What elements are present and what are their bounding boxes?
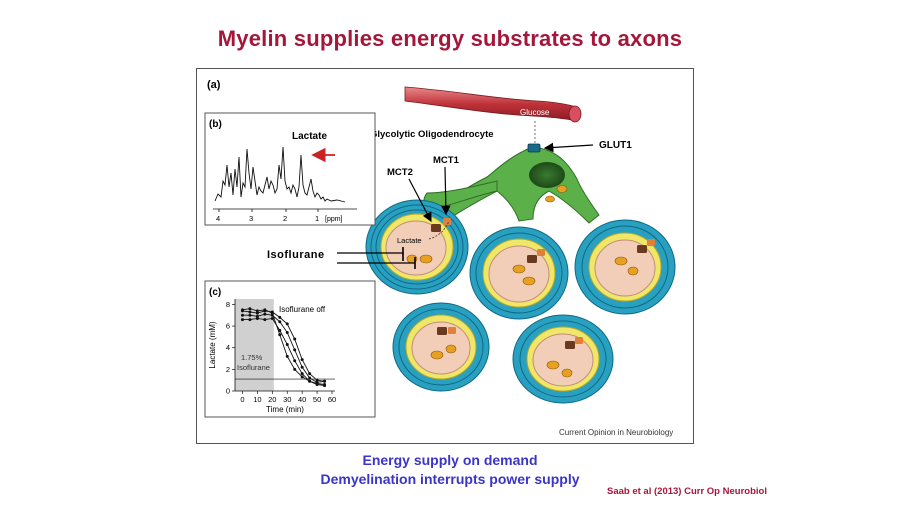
x-tick-label: 10 — [253, 395, 261, 404]
caption-line-2: Demyelination interrupts power supply — [0, 471, 900, 487]
data-point — [286, 331, 289, 334]
data-point — [286, 355, 289, 358]
panel-b-tick-2: 2 — [283, 214, 287, 223]
y-tick-label: 2 — [226, 365, 230, 374]
lactate-axon-label: Lactate — [397, 236, 422, 245]
myelinated-axon-3 — [575, 220, 675, 314]
x-tick-label: 20 — [268, 395, 276, 404]
slide-title: Myelin supplies energy substrates to axo… — [0, 26, 900, 52]
data-point — [323, 380, 326, 383]
panel-c-label: (c) — [209, 287, 221, 298]
annotation-isoflurane-off: Isoflurane off — [279, 305, 326, 314]
x-tick-label: 40 — [298, 395, 306, 404]
panel-b-tick-1: 1 — [315, 214, 319, 223]
data-point — [241, 314, 244, 317]
data-point — [278, 320, 281, 323]
myelinated-axon-2 — [470, 227, 568, 319]
y-tick-label: 0 — [226, 387, 230, 396]
x-tick-label: 30 — [283, 395, 291, 404]
data-point — [241, 318, 244, 321]
oligodendrocyte-label: Glycolytic Oligodendrocyte — [370, 129, 494, 140]
data-point — [248, 314, 251, 317]
data-point — [293, 338, 296, 341]
caption-line-1: Energy supply on demand — [0, 452, 900, 468]
data-point — [248, 307, 251, 310]
annotation-concentration: 1.75% — [241, 353, 263, 362]
data-point — [263, 318, 266, 321]
y-tick-label: 8 — [226, 300, 230, 309]
data-point — [256, 317, 259, 320]
data-point — [248, 310, 251, 313]
data-point — [293, 359, 296, 362]
data-point — [301, 375, 304, 378]
data-point — [286, 343, 289, 346]
myelinated-axon-5 — [513, 315, 613, 403]
data-point — [308, 372, 311, 375]
data-point — [308, 380, 311, 383]
y-tick-label: 6 — [226, 322, 230, 331]
data-point — [256, 309, 259, 312]
glut1-arrow — [545, 145, 593, 148]
x-tick-label: 0 — [240, 395, 244, 404]
data-point — [323, 383, 326, 386]
data-point — [286, 322, 289, 325]
y-axis-label: Lactate (mM) — [208, 321, 217, 368]
data-point — [301, 358, 304, 361]
annotation-isoflurane: Isoflurane — [237, 363, 270, 372]
data-point — [293, 368, 296, 371]
x-axis-label: Time (min) — [266, 405, 304, 414]
data-point — [278, 316, 281, 319]
panel-b-tick-4: 4 — [216, 214, 220, 223]
citation: Saab et al (2013) Curr Op Neurobiol — [607, 486, 767, 497]
data-point — [263, 308, 266, 311]
data-point — [301, 366, 304, 369]
glut1-transporter — [528, 144, 540, 152]
x-tick-label: 60 — [328, 395, 336, 404]
glucose-label: Glucose — [520, 108, 550, 117]
panel-b-axis-unit: [ppm] — [325, 216, 343, 223]
mct2-label: MCT2 — [387, 167, 413, 178]
panel-a-label: (a) — [207, 79, 221, 91]
figure-svg: (a) Glucose Glycolytic Oligodendrocyte G… — [197, 69, 693, 443]
myelinated-axon-4 — [393, 303, 489, 391]
data-point — [316, 382, 319, 385]
x-tick-label: 50 — [313, 395, 321, 404]
data-point — [278, 333, 281, 336]
data-point — [301, 372, 304, 375]
isoflurane-label: Isoflurane — [267, 249, 325, 261]
data-point — [293, 348, 296, 351]
mct1-label: MCT1 — [433, 155, 460, 166]
panel-b-label: (b) — [209, 119, 222, 130]
data-point — [271, 312, 274, 315]
panel-b-lactate-label: Lactate — [292, 131, 327, 142]
figure-source: Current Opinion in Neurobiology — [559, 428, 673, 437]
data-point — [248, 318, 251, 321]
myelinated-axon-1: Lactate — [366, 200, 468, 294]
glut1-label: GLUT1 — [599, 140, 632, 151]
y-tick-label: 4 — [226, 343, 230, 352]
figure-panel: (a) Glucose Glycolytic Oligodendrocyte G… — [196, 68, 694, 444]
data-point — [308, 377, 311, 380]
panel-b-tick-3: 3 — [249, 214, 253, 223]
panel-b-spectrum: (b) Lactate 4 3 2 1 [ppm] — [205, 113, 375, 225]
data-point — [241, 308, 244, 311]
data-point — [263, 313, 266, 316]
